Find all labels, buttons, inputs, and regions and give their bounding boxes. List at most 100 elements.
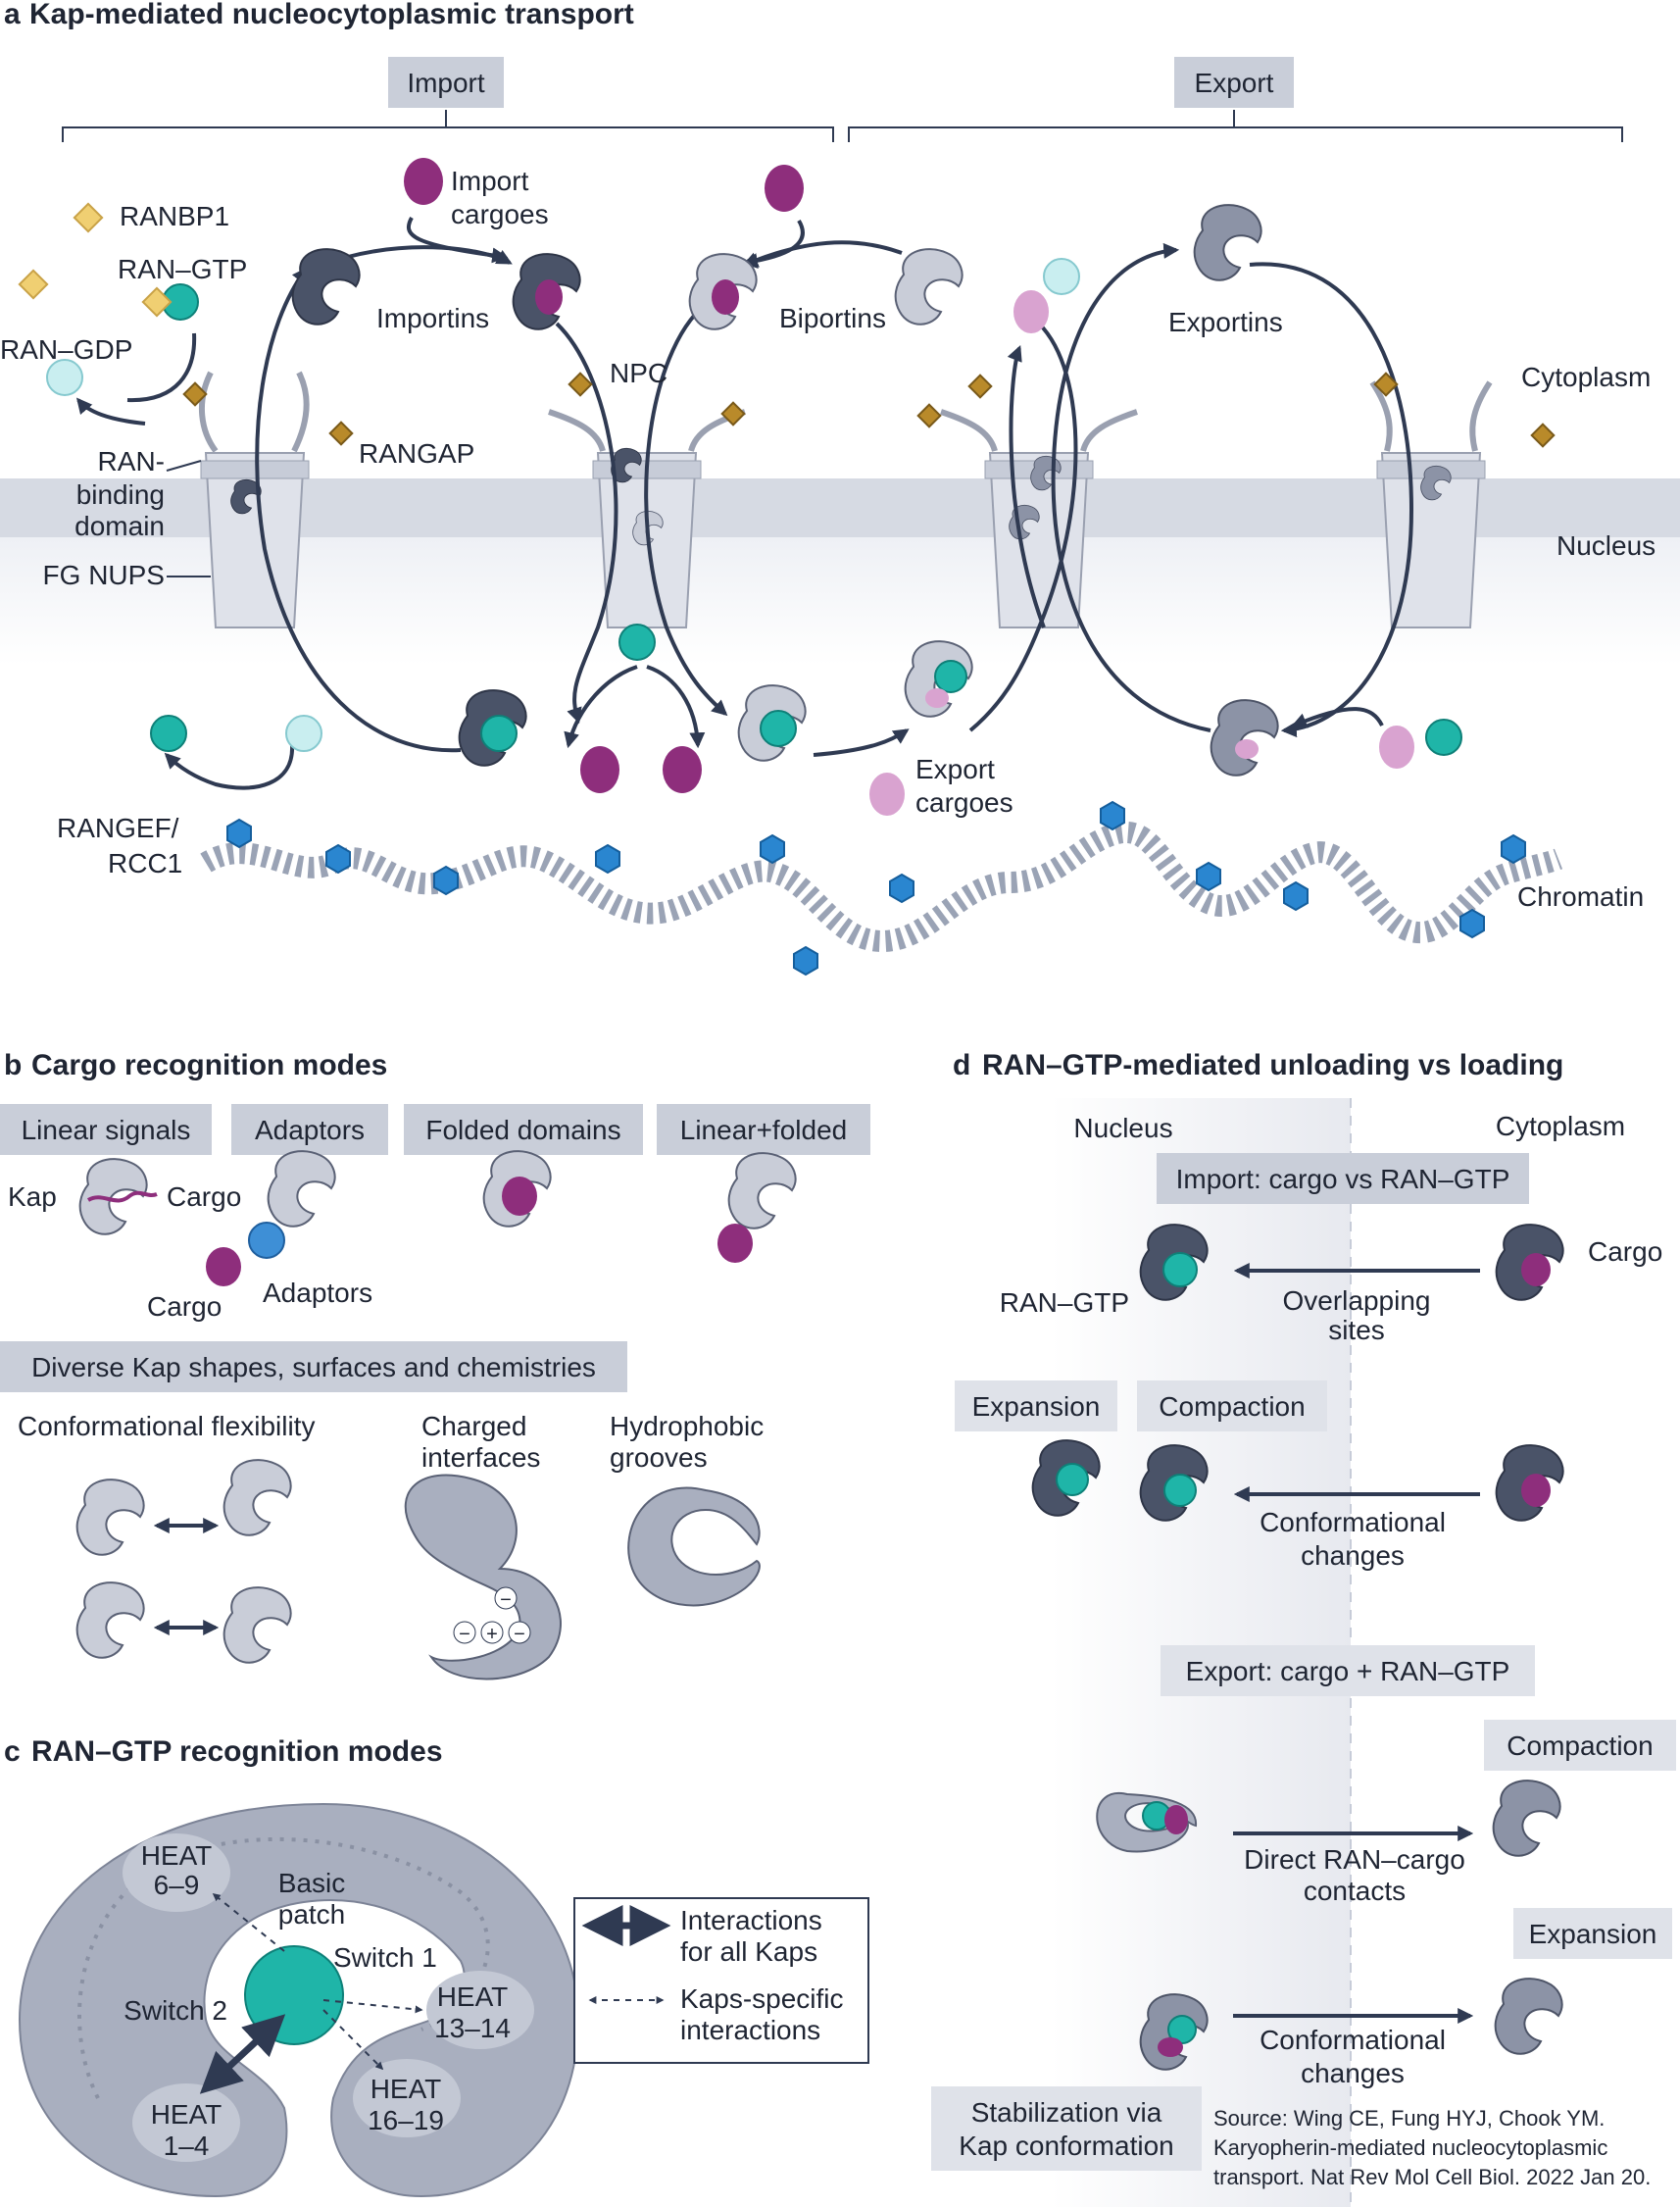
charge-minus-3-label: − [514, 1624, 525, 1645]
biportin-cycle-right-arrow [968, 322, 1078, 732]
label-heat-1-4-1: HEAT [151, 2099, 222, 2130]
label-basic-1: Basic [278, 1868, 345, 1898]
label-import-cargoes-1: Import [451, 166, 529, 196]
rcc1-hex-2 [325, 843, 351, 875]
label-conf-flex: Conformational flexibility [18, 1411, 315, 1441]
switch1-heat16-19-arrow [322, 2009, 384, 2071]
import-cargo-release-left-arrow [564, 665, 638, 749]
rcc1-hex-5 [760, 833, 785, 865]
conf-kap-1 [75, 1479, 145, 1556]
panel-c-letter: c [4, 1735, 21, 1768]
d-export-cargo [1164, 1805, 1188, 1834]
stab-label-2: Kap conformation [959, 2131, 1173, 2161]
label-rangef-2: RCC1 [108, 848, 182, 878]
d-kap-compact [1139, 1444, 1209, 1522]
label-ranbp1: RANBP1 [120, 201, 229, 231]
label-d-cargo: Cargo [1588, 1236, 1662, 1267]
adaptor-protein [248, 1222, 285, 1259]
ran-hydrolysis-arc [126, 332, 197, 403]
label-ran-binding-1: RAN- [98, 446, 165, 477]
kap-adaptor [267, 1150, 336, 1228]
label-ran-binding-2: binding [76, 479, 165, 510]
label-direct-1: Direct RAN–cargo [1244, 1844, 1465, 1875]
conf-kap-4 [222, 1586, 292, 1664]
tab-linear-folded-label: Linear+folded [680, 1115, 847, 1145]
label-heat-6-9-2: 6–9 [154, 1870, 200, 1900]
rcc1-hex-3 [433, 865, 459, 896]
compaction-label: Compaction [1159, 1391, 1305, 1422]
expansion-box [955, 1380, 1117, 1431]
charge-minus-2-label: − [459, 1624, 470, 1645]
panel-a-letter: a [4, 0, 21, 30]
label-exportins: Exportins [1168, 307, 1283, 337]
rangef-exchange-arrow [164, 744, 295, 790]
label-heat-1-4-2: 1–4 [164, 2131, 210, 2161]
ran-gtp-npc [618, 624, 656, 661]
export-box-d [1161, 1645, 1535, 1696]
compaction2-label: Compaction [1507, 1730, 1653, 1761]
ranbp1-diamond-3 [141, 286, 173, 318]
ran-gdp-arrow [75, 397, 146, 426]
export-bracket [848, 110, 1623, 142]
charge-minus-1-label: − [500, 1589, 512, 1611]
ran-gtp-center [244, 1945, 344, 2045]
panel-d-title: RAN–GTP-mediated unloading vs loading [982, 1049, 1563, 1081]
rangap-diamond-7 [1373, 372, 1399, 397]
d-kap-ran-1 [1139, 1224, 1209, 1301]
diverse-header-label: Diverse Kap shapes, surfaces and chemist… [31, 1352, 596, 1382]
label-charged-2: interfaces [421, 1442, 540, 1473]
rcc1-hex-4 [595, 843, 620, 875]
import-header-label: Import [407, 68, 485, 98]
heat-6-9-patch [123, 1833, 230, 1912]
label-d-ran-gtp: RAN–GTP [1000, 1287, 1129, 1318]
biportin-cargo-binding-arrow [741, 219, 805, 270]
label-ran-gtp: RAN–GTP [118, 254, 247, 284]
expansion-label: Expansion [972, 1391, 1101, 1422]
label-import-cargoes-2: cargoes [451, 199, 549, 229]
biportin-free [894, 248, 964, 326]
charge-minus-1 [494, 1586, 518, 1610]
charged-interface-kap [404, 1474, 562, 1680]
source-line-2: Karyopherin-mediated nucleocytoplasmic [1213, 2135, 1607, 2160]
rangap-diamond-1 [182, 381, 208, 407]
conf-kap-2 [222, 1459, 292, 1536]
label-basic-2: patch [278, 1899, 346, 1930]
label-hydro-2: grooves [610, 1442, 708, 1473]
label-charged-1: Charged [421, 1411, 526, 1441]
label-export-cargoes-2: cargoes [915, 787, 1013, 818]
importin-cargo [512, 253, 581, 330]
exportin-cycle-right-arrow [1249, 262, 1414, 738]
legend-spec-2: interactions [680, 2015, 820, 2045]
basic-heat6-9-arrow [212, 1892, 285, 1952]
label-overlap-2: sites [1328, 1315, 1385, 1345]
biportin-cargo [688, 253, 758, 330]
rcc1-hex-12 [1501, 833, 1526, 865]
panel-c: c RAN–GTP recognition modes HEAT 6–9 Bas… [4, 1735, 869, 2198]
panel-b-letter: b [4, 1049, 22, 1081]
kap-linear [78, 1158, 148, 1235]
panel-a: a Kap-mediated nucleocytoplasmic transpo… [0, 0, 1680, 977]
exportin-ran-cargo [1210, 699, 1279, 777]
tab-adaptors [231, 1104, 388, 1155]
rcc1-hex-1 [226, 818, 252, 849]
heat-16-19-patch [353, 2059, 461, 2137]
tab-adaptors-label: Adaptors [255, 1115, 365, 1145]
label-npc: NPC [610, 358, 667, 388]
biportin-cycle-left-arrow [644, 302, 728, 717]
stab-label-1: Stabilization via [971, 2097, 1162, 2128]
label-conf2-2: changes [1301, 2058, 1405, 2088]
label-heat-6-9-1: HEAT [141, 1840, 213, 1871]
export-box-d-label: Export: cargo + RAN–GTP [1186, 1656, 1510, 1686]
panel-d: d RAN–GTP-mediated unloading vs loading … [931, 1049, 1676, 2207]
label-heat-16-19-1: HEAT [371, 2074, 442, 2104]
label-importins: Importins [376, 303, 489, 333]
charge-plus-label: + [486, 1624, 498, 1645]
tab-linear-folded [657, 1104, 870, 1155]
ranbp1-diamond [73, 202, 104, 233]
d-export-kap-expanded [1494, 1978, 1563, 2055]
switch2-heat1-4-arrow [199, 2014, 286, 2094]
source-line-1: Source: Wing CE, Fung HYJ, Chook YM. [1213, 2106, 1605, 2131]
label-switch1: Switch 1 [333, 1942, 437, 1973]
panel-d-letter: d [953, 1049, 970, 1081]
